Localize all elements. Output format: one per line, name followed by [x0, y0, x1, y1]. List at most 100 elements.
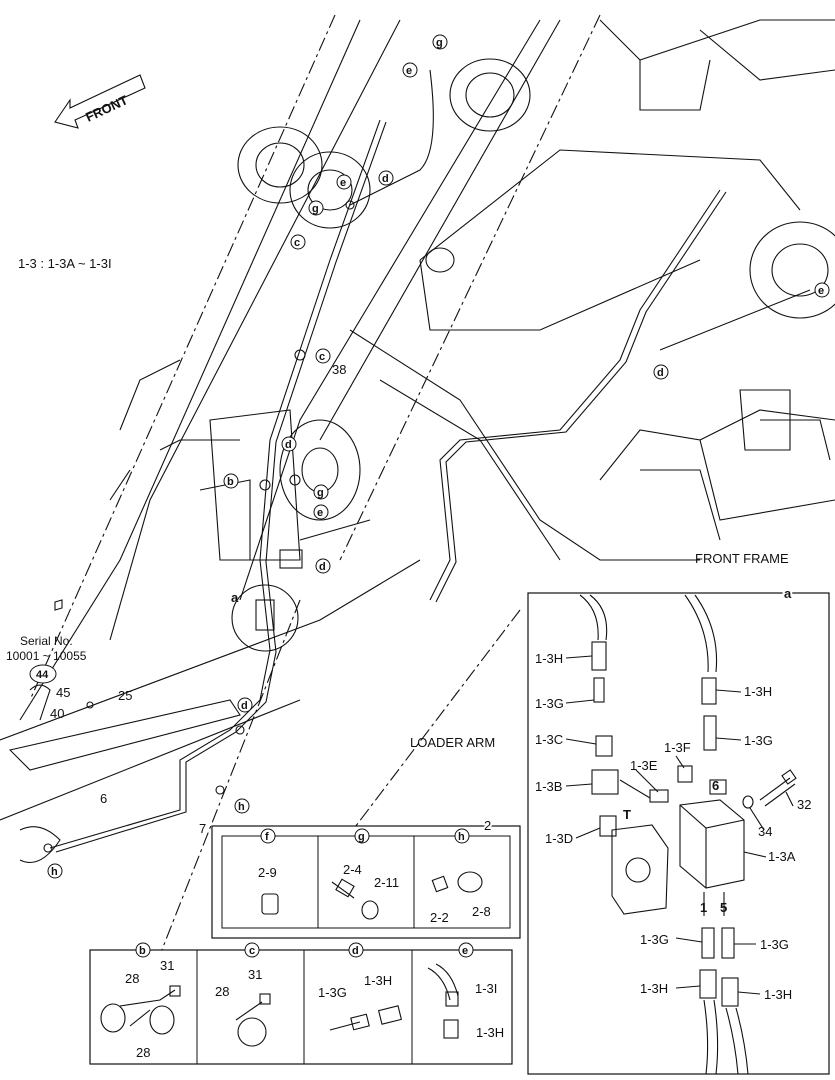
- svg-text:c: c: [294, 237, 300, 249]
- label-1-3A: 1-3A: [768, 849, 796, 864]
- callout-44: 44: [29, 664, 57, 684]
- detail-a-labels: 1-3H 1-3G 1-3C 1-3B 1-3E 1-3F 1-3D T 1-3…: [535, 651, 811, 1002]
- label-1-3G: 1-3G: [535, 696, 564, 711]
- main-callouts: g e e d g c c d b g e d d e d h h 44: [29, 34, 830, 879]
- callout-g: g: [313, 484, 329, 500]
- svg-text:g: g: [317, 487, 324, 499]
- svg-text:b: b: [227, 476, 234, 488]
- callout-e: e: [313, 504, 329, 520]
- part-1-3G: 1-3G: [318, 985, 347, 1000]
- callout-e: e: [814, 282, 830, 298]
- svg-text:c: c: [249, 945, 255, 957]
- cell-d-key: d: [348, 942, 364, 958]
- detail-a-box: a: [527, 584, 830, 1075]
- callout-6: 6: [100, 791, 107, 806]
- front-frame-label: FRONT FRAME: [695, 551, 789, 566]
- label-1-3F: 1-3F: [664, 740, 691, 755]
- label-1-3H: 1-3H: [764, 987, 792, 1002]
- detail-bottom-box: b c d e 31 28 28 3: [89, 942, 513, 1065]
- svg-text:d: d: [285, 439, 292, 451]
- svg-text:g: g: [436, 37, 443, 49]
- callout-b: b: [223, 473, 239, 489]
- part-1-3H: 1-3H: [364, 973, 392, 988]
- loader-drawing: [0, 14, 835, 981]
- callout-d: d: [315, 558, 331, 574]
- callout-e: e: [402, 62, 418, 78]
- svg-text:c: c: [319, 351, 325, 363]
- svg-text:d: d: [352, 945, 359, 957]
- callout-c: c: [315, 348, 331, 364]
- part-28: 28: [136, 1045, 150, 1060]
- callout-40: 40: [50, 706, 64, 721]
- label-1-3C: 1-3C: [535, 732, 563, 747]
- svg-text:d: d: [241, 700, 248, 712]
- part-2-4: 2-4: [343, 862, 362, 877]
- main-numbers: a 38 25 6 7 45 40: [50, 362, 346, 836]
- cell-g-key: g: [354, 828, 370, 844]
- part-31: 31: [160, 958, 174, 973]
- label-1-3B: 1-3B: [535, 779, 562, 794]
- svg-text:d: d: [382, 173, 389, 185]
- callout-g: g: [432, 34, 448, 50]
- callout-a: a: [231, 590, 239, 605]
- callout-h: h: [234, 798, 250, 814]
- svg-text:44: 44: [36, 669, 49, 681]
- svg-text:f: f: [265, 831, 269, 843]
- callout-d: d: [653, 364, 669, 380]
- label-1-3H: 1-3H: [640, 981, 668, 996]
- label-1-3E: 1-3E: [630, 758, 658, 773]
- svg-text:e: e: [818, 285, 824, 297]
- callout-d: d: [281, 436, 297, 452]
- serial-range: 10001 ~ 10055: [6, 649, 87, 663]
- part-2-9: 2-9: [258, 865, 277, 880]
- serial-label: Serial No.: [20, 634, 73, 648]
- part-1-3I: 1-3I: [475, 981, 497, 996]
- svg-text:e: e: [340, 177, 346, 189]
- part-28: 28: [125, 971, 139, 986]
- svg-text:g: g: [358, 831, 365, 843]
- svg-text:h: h: [51, 866, 58, 878]
- callout-h: h: [47, 863, 63, 879]
- detail-2-title: 2: [484, 818, 491, 833]
- cell-e-key: e: [458, 942, 474, 958]
- svg-text:g: g: [312, 203, 319, 215]
- callout-g: g: [308, 200, 324, 216]
- cell-f-key: f: [260, 828, 276, 844]
- callout-d: d: [378, 170, 394, 186]
- part-2-2: 2-2: [430, 910, 449, 925]
- svg-text:b: b: [139, 945, 146, 957]
- part-31: 31: [248, 967, 262, 982]
- svg-text:d: d: [657, 367, 664, 379]
- callout-c: c: [290, 234, 306, 250]
- detail-2-box: 2 f g h 2-9 2-4 2-11 2-2 2-8: [211, 816, 521, 939]
- label-1-3G: 1-3G: [744, 733, 773, 748]
- cell-h-key: h: [454, 828, 470, 844]
- label-port-5: 5: [720, 900, 727, 915]
- label-port-1: 1: [700, 900, 707, 915]
- cell-b-key: b: [135, 942, 151, 958]
- part-1-3H: 1-3H: [476, 1025, 504, 1040]
- label-1-3H: 1-3H: [744, 684, 772, 699]
- callout-25: 25: [118, 688, 132, 703]
- callout-45: 45: [56, 685, 70, 700]
- part-2-11: 2-11: [374, 875, 399, 890]
- label-port-6: 6: [712, 778, 719, 793]
- callout-38: 38: [332, 362, 346, 377]
- svg-text:d: d: [319, 561, 326, 573]
- svg-text:e: e: [406, 65, 412, 77]
- detail-a-title: a: [784, 586, 792, 601]
- label-1-3G: 1-3G: [760, 937, 789, 952]
- label-1-3H: 1-3H: [535, 651, 563, 666]
- label-34: 34: [758, 824, 772, 839]
- part-2-8: 2-8: [472, 904, 491, 919]
- callout-d: d: [237, 697, 253, 713]
- svg-text:e: e: [317, 507, 323, 519]
- svg-text:h: h: [238, 801, 245, 813]
- label-1-3D: 1-3D: [545, 831, 573, 846]
- callout-e: e: [336, 174, 352, 190]
- svg-text:e: e: [462, 945, 468, 957]
- cell-c-key: c: [244, 942, 260, 958]
- assembly-ref: 1-3 : 1-3A ~ 1-3I: [18, 256, 112, 271]
- callout-7: 7: [199, 821, 206, 836]
